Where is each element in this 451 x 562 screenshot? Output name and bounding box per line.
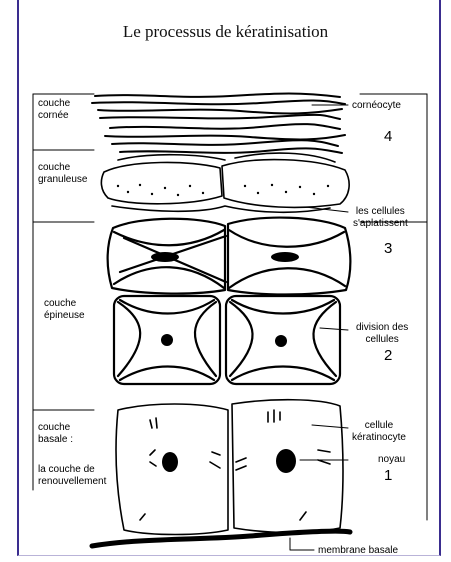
flattened-nucleus xyxy=(271,252,299,262)
label-line: renouvellement xyxy=(38,476,106,488)
label-couche-cornee: couche cornée xyxy=(38,98,70,122)
dividing-nucleus xyxy=(275,335,287,347)
label-line: cellule xyxy=(352,420,406,432)
flattened-nucleus xyxy=(151,252,179,262)
label-renouvellement: la couche de renouvellement xyxy=(38,464,106,488)
label-line: s'aplatissent xyxy=(353,218,408,230)
label-line: cornée xyxy=(38,110,70,122)
label-line: la couche de xyxy=(38,464,106,476)
label-membrane-basale: membrane basale xyxy=(318,545,398,557)
basal-nucleus xyxy=(162,452,178,472)
granular-layer xyxy=(101,153,349,212)
label-couche-granuleuse: couche granuleuse xyxy=(38,162,87,186)
spinous-dividing-cells xyxy=(114,296,340,384)
stage-number-4: 4 xyxy=(384,128,392,145)
basal-nucleus xyxy=(276,449,296,473)
basement-membrane xyxy=(92,531,350,546)
stage-number-2: 2 xyxy=(384,347,392,364)
label-noyau: noyau xyxy=(378,454,405,466)
label-keratinocyte: cellule kératinocyte xyxy=(352,420,406,444)
spinous-flattening-cells xyxy=(108,218,351,295)
label-couche-basale: couche basale : xyxy=(38,422,73,446)
corneocyte-layer xyxy=(92,94,345,154)
label-cellules-aplatissent: les cellules s'aplatissent xyxy=(353,206,408,230)
label-line: cellules xyxy=(356,334,408,346)
label-line: granuleuse xyxy=(38,174,87,186)
label-corneocyte: cornéocyte xyxy=(352,100,401,112)
label-couche-epineuse: couche épineuse xyxy=(44,298,85,322)
label-line: couche xyxy=(38,422,73,434)
basal-cells xyxy=(116,400,343,535)
label-line: couche xyxy=(38,98,70,110)
label-line: couche xyxy=(44,298,85,310)
label-line: couche xyxy=(38,162,87,174)
label-division-cellules: division des cellules xyxy=(356,322,408,346)
stage-number-3: 3 xyxy=(384,240,392,257)
stage-number-1: 1 xyxy=(384,467,392,484)
label-line: épineuse xyxy=(44,310,85,322)
dividing-nucleus xyxy=(161,334,173,346)
label-line: les cellules xyxy=(353,206,408,218)
label-line: basale : xyxy=(38,434,73,446)
label-line: division des xyxy=(356,322,408,334)
label-line: kératinocyte xyxy=(352,432,406,444)
